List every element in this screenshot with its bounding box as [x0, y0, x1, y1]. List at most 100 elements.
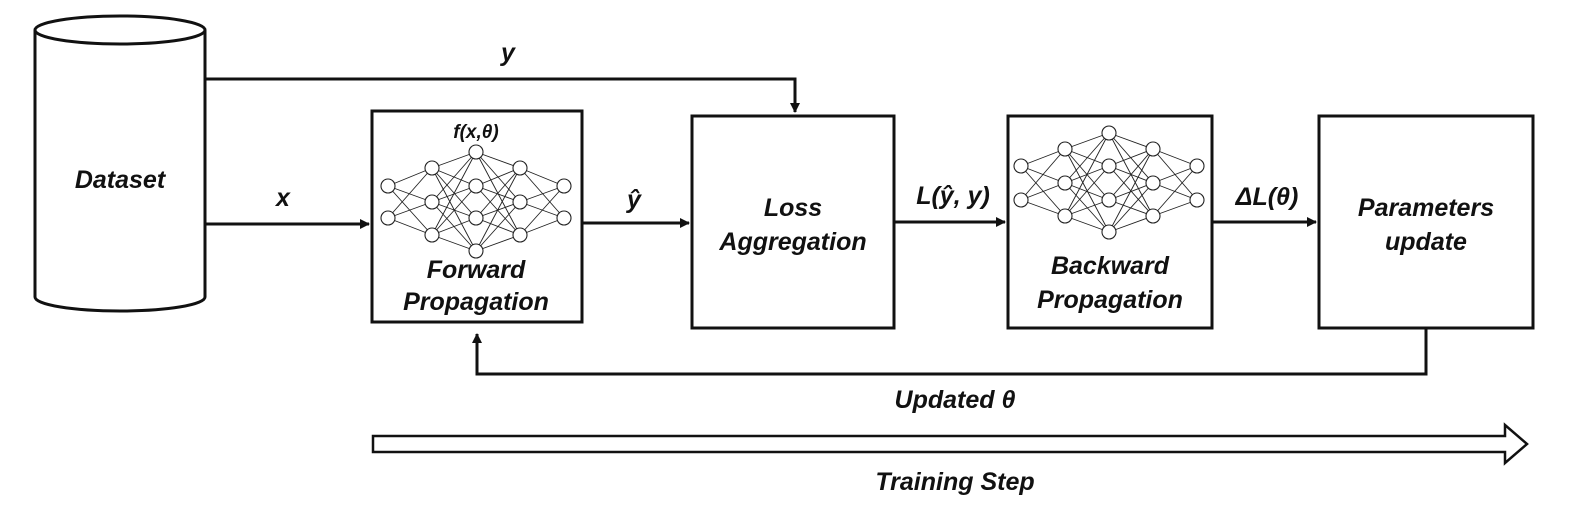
- network-connection: [1108, 182, 1154, 233]
- network-connection: [1020, 182, 1066, 201]
- params-label-line1: Parameters: [1358, 194, 1494, 222]
- network-connection: [1108, 132, 1154, 184]
- network-connection: [475, 185, 521, 203]
- edge-gradient: ΔL(θ): [1212, 183, 1317, 227]
- forward-label-line2: Propagation: [403, 288, 549, 316]
- network-node: [1057, 208, 1073, 224]
- edge-y: y: [205, 39, 800, 113]
- network-connection: [1108, 148, 1154, 167]
- backward-neural-net-icon: [1013, 125, 1205, 240]
- network-connection: [475, 167, 521, 252]
- network-connection: [1020, 165, 1066, 217]
- network-connection: [1108, 148, 1154, 201]
- network-connection: [475, 151, 521, 169]
- network-node: [1101, 158, 1117, 174]
- network-node: [556, 210, 572, 226]
- edge-loss-value: L(ŷ, y): [894, 182, 1006, 227]
- network-connection: [387, 167, 433, 219]
- network-connection: [431, 151, 477, 236]
- dataset-label: Dataset: [75, 166, 167, 194]
- network-connection: [1064, 199, 1110, 217]
- network-connection: [519, 185, 565, 236]
- edge-label-loss-value: L(ŷ, y): [916, 182, 990, 210]
- network-node: [1189, 192, 1205, 208]
- network-connection: [1152, 165, 1198, 184]
- network-connection: [1152, 199, 1198, 217]
- network-connection: [475, 234, 521, 252]
- network-connection: [1020, 148, 1066, 167]
- network-connection: [1064, 165, 1110, 217]
- network-connection: [519, 185, 565, 203]
- network-connection: [431, 167, 477, 252]
- network-node: [1145, 208, 1161, 224]
- network-connection: [387, 167, 433, 187]
- network-connection: [519, 217, 565, 236]
- network-node: [1145, 141, 1161, 157]
- network-node: [1013, 192, 1029, 208]
- network-connection: [519, 167, 565, 187]
- network-node: [380, 210, 396, 226]
- network-node: [1013, 158, 1029, 174]
- forward-propagation-box: f(x,θ) Forward Propagation: [370, 109, 584, 324]
- edge-y-hat: ŷ: [582, 186, 690, 228]
- network-node: [468, 210, 484, 226]
- network-node: [1057, 175, 1073, 191]
- network-node: [468, 144, 484, 160]
- forward-function-label: f(x,θ): [453, 122, 498, 143]
- network-node: [424, 194, 440, 210]
- network-node: [1101, 192, 1117, 208]
- network-node: [556, 178, 572, 194]
- network-connection: [431, 217, 477, 236]
- params-label-line2: update: [1385, 228, 1467, 256]
- edge-label-y: y: [499, 39, 516, 67]
- network-node: [1101, 125, 1117, 141]
- network-connection: [1152, 165, 1198, 217]
- network-connection: [475, 185, 521, 236]
- network-connection: [387, 201, 433, 219]
- network-connection: [1020, 199, 1066, 217]
- network-connection: [387, 185, 433, 236]
- network-node: [512, 194, 528, 210]
- backward-propagation-box: Backward Propagation: [1006, 114, 1214, 330]
- training-step-label: Training Step: [875, 468, 1034, 496]
- loss-label-line1: Loss: [764, 194, 822, 222]
- network-node: [424, 227, 440, 243]
- network-connection: [475, 167, 521, 187]
- network-node: [468, 243, 484, 259]
- edge-x: x: [205, 184, 370, 229]
- network-connection: [1108, 148, 1154, 233]
- network-connection: [387, 185, 433, 203]
- network-connection: [1064, 132, 1110, 217]
- edge-updated-theta: Updated θ: [472, 328, 1428, 414]
- network-node: [380, 178, 396, 194]
- network-node: [1189, 158, 1205, 174]
- network-connection: [1108, 215, 1154, 233]
- network-connection: [1064, 132, 1110, 184]
- network-connection: [387, 217, 433, 236]
- network-node: [1057, 141, 1073, 157]
- network-connection: [475, 167, 521, 219]
- edge-label-gradient: ΔL(θ): [1235, 183, 1299, 211]
- network-node: [512, 160, 528, 176]
- parameters-update-box: Parameters update: [1317, 114, 1535, 330]
- training-step-arrow: Training Step: [371, 422, 1529, 496]
- dataset-cylinder: Dataset: [33, 14, 207, 313]
- network-connection: [1108, 132, 1154, 150]
- loss-label-line2: Aggregation: [718, 228, 866, 256]
- network-node: [1101, 224, 1117, 240]
- network-node: [512, 227, 528, 243]
- network-connection: [431, 185, 477, 236]
- edge-label-y-hat: ŷ: [625, 186, 642, 214]
- edge-label-x: x: [274, 184, 291, 212]
- backward-label-line2: Propagation: [1037, 286, 1183, 314]
- backward-label-line1: Backward: [1051, 252, 1170, 280]
- network-connection: [431, 234, 477, 252]
- network-connection: [1108, 182, 1154, 201]
- network-connection: [519, 167, 565, 219]
- edge-label-updated-theta: Updated θ: [895, 386, 1016, 414]
- network-node: [1145, 175, 1161, 191]
- network-connection: [475, 201, 521, 252]
- network-connection: [1064, 215, 1110, 233]
- forward-label-line1: Forward: [427, 256, 526, 284]
